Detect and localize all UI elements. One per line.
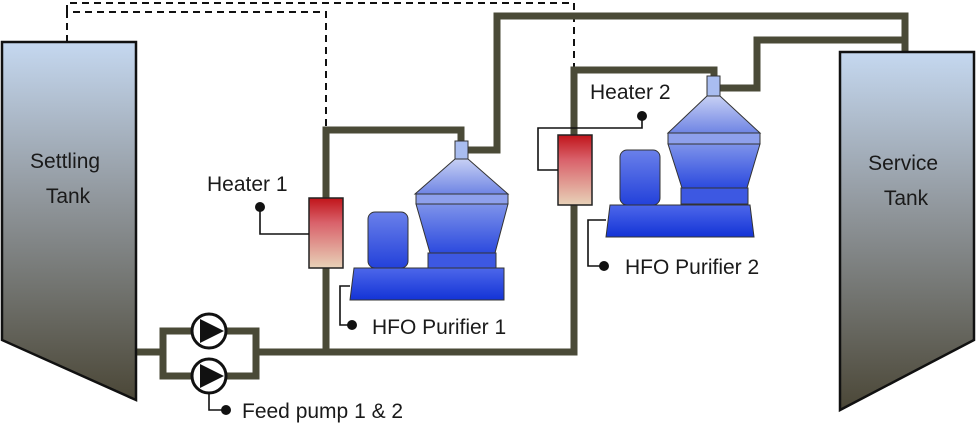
- feed-pumps-label: Feed pump 1 & 2: [242, 400, 403, 423]
- heater-1-leader-dot: [255, 202, 265, 212]
- service-tank-label-line-2: Tank: [884, 187, 929, 210]
- purifier-1-leader: [339, 285, 352, 326]
- settling-tank: [0, 40, 138, 402]
- purifier-1-label: HFO Purifier 1: [372, 316, 506, 339]
- settling-tank-label: Settling Tank: [30, 150, 106, 208]
- hfo-purifier-1: [349, 140, 510, 301]
- purifier-2-leader: [587, 219, 606, 267]
- pipe-purifier-1-outlet: [466, 12, 909, 154]
- heater-1-label: Heater 1: [207, 173, 288, 196]
- hfo-purifier-2: [605, 75, 762, 238]
- dashed-return-line-1: [66, 11, 327, 130]
- dashed-return-line-2: [66, 2, 575, 70]
- heater-1: [308, 197, 344, 269]
- pump-icon: [190, 312, 228, 350]
- service-tank-label: Service Tank: [868, 152, 944, 210]
- pipe-purifier-2-outlet: [718, 36, 909, 92]
- feed-pump-leader-dot: [221, 405, 231, 415]
- settling-tank-label-line-2: Tank: [46, 185, 91, 208]
- heater-2: [557, 134, 593, 206]
- pipe-feed-header: [252, 66, 718, 356]
- heater-2-leader-dot: [637, 111, 647, 121]
- purifier-1-leader-dot: [347, 320, 357, 330]
- heater-2-label: Heater 2: [590, 81, 671, 104]
- settling-tank-label-line-1: Settling: [30, 150, 100, 173]
- pipework: [132, 12, 909, 380]
- pump-icon: [190, 357, 228, 395]
- purifier-2-label: HFO Purifier 2: [625, 256, 759, 279]
- purifier-2-leader-dot: [599, 261, 609, 271]
- heater-2-leader: [537, 116, 643, 171]
- service-tank: [838, 50, 976, 413]
- service-tank-label-line-1: Service: [868, 152, 938, 175]
- feed-pump-leader: [208, 393, 226, 411]
- heater-1-leader: [259, 207, 309, 235]
